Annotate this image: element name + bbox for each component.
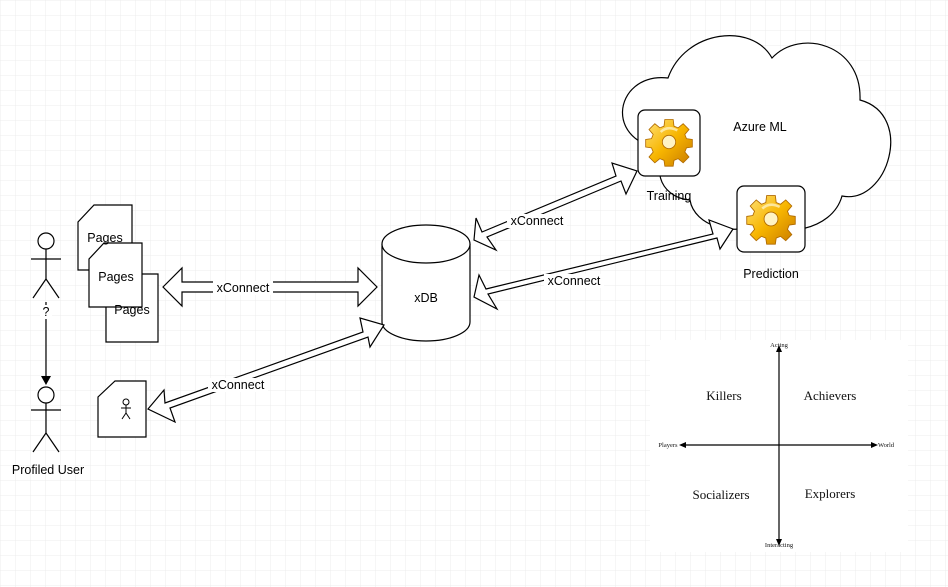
profile-card[interactable] [97, 380, 147, 438]
prediction-node[interactable] [736, 185, 806, 253]
arrow-right-icon [871, 442, 878, 448]
quadrant-label-top-right: Achievers [804, 388, 857, 403]
xconnect-label-profile: xConnect [208, 378, 268, 392]
svg-text:xConnect: xConnect [217, 281, 270, 295]
svg-text:xConnect: xConnect [212, 378, 265, 392]
arrow-left-icon [679, 442, 686, 448]
profiled-user-label: Profiled User [12, 463, 84, 477]
arrow-up-icon [776, 345, 782, 352]
pages-label-front-group: Pages [92, 268, 140, 284]
xconnect-arrow-profile[interactable] [147, 317, 385, 424]
axis-label-right: World [878, 442, 895, 449]
xconnect-label-prediction: xConnect [544, 274, 604, 288]
training-node[interactable] [637, 109, 701, 177]
quadrant-label-bottom-left: Socializers [692, 487, 749, 502]
quadrant-label-bottom-right: Explorers [805, 486, 856, 501]
axis-label-bottom: Interacting [765, 542, 794, 549]
svg-text:xConnect: xConnect [548, 274, 601, 288]
arrow-down-icon [776, 539, 782, 546]
question-mark-label: ? [43, 305, 50, 319]
gear-icon [745, 194, 797, 245]
xdb-label: xDB [414, 291, 438, 305]
pages-label-front: Pages [98, 270, 133, 284]
xconnect-label-training: xConnect [507, 214, 567, 228]
quadrant-label-top-left: Killers [706, 388, 741, 403]
xconnect-arrow-prediction[interactable] [473, 219, 734, 311]
pages-label-bottom: Pages [114, 303, 149, 317]
prediction-label: Prediction [743, 267, 799, 281]
pages-label-back: Pages [87, 231, 122, 245]
xconnect-arrow-training[interactable] [473, 162, 638, 252]
axis-label-top: Acting [770, 342, 788, 349]
person-icon [121, 398, 131, 420]
azure-ml-cloud[interactable] [622, 35, 892, 231]
user-transition-arrow [40, 302, 52, 385]
training-label: Training [647, 189, 692, 203]
xconnect-label-pages: xConnect [213, 281, 273, 295]
gear-icon [644, 118, 694, 168]
profiled-user-icon[interactable] [31, 386, 61, 453]
svg-text:xConnect: xConnect [511, 214, 564, 228]
xdb-database[interactable] [381, 224, 471, 342]
anonymous-user-icon[interactable] [31, 232, 61, 299]
axis-label-left: Players [658, 442, 678, 449]
bartle-taxonomy: Acting Interacting Players World Killers… [650, 340, 908, 552]
azure-ml-label: Azure ML [733, 120, 787, 134]
